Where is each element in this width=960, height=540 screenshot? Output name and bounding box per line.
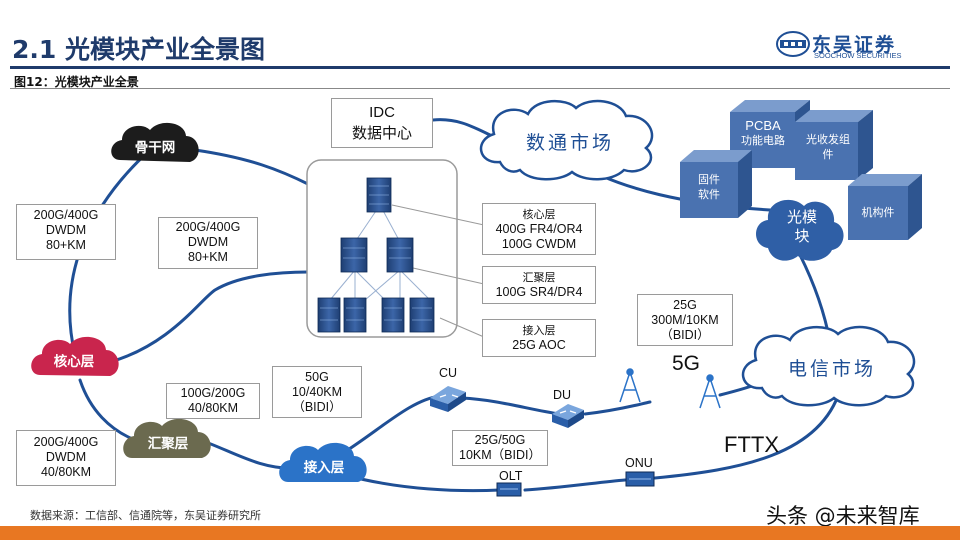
device-label-du: DU: [553, 388, 572, 402]
datacenter-frame: [306, 159, 458, 338]
cloud-label-datacom: 数通市场: [525, 132, 614, 154]
server-aggregation: [340, 237, 414, 273]
logo-text: 东吴证券: [812, 34, 897, 56]
figure-label: 图12：光模块产业全景: [14, 75, 139, 89]
label-5g: 5G: [672, 352, 701, 375]
bottom-bar: [0, 526, 960, 540]
cloud-label-core: 核心层: [53, 354, 95, 370]
link-idc-datacom: [431, 118, 492, 137]
cloud-label-telecom: 电信市场: [787, 358, 876, 380]
link-agg-access: [198, 438, 297, 470]
company-logo: 东吴证券 SOOCHOW SECURITIES: [776, 30, 916, 60]
device-cu-icon: [430, 386, 466, 412]
cloud-label-module: 光模 块: [772, 208, 832, 246]
label-fttx: FTTX: [724, 432, 779, 457]
link-olt-onu: [523, 478, 627, 492]
cube-label-mechanical: 机构件: [861, 206, 895, 219]
cloud-backbone: [111, 122, 199, 162]
cloud-label-access: 接入层: [303, 460, 345, 476]
cloud-access: [279, 442, 367, 482]
link-core-agg: [78, 378, 137, 442]
cube-label-pcba: PCBA 功能电路: [741, 118, 785, 147]
page-title: 2.1 光模块产业全景图: [12, 35, 265, 64]
watermark: 头条 @未来智库: [766, 504, 920, 528]
cube-label-firmware: 固件 软件: [698, 173, 720, 201]
device-olt-icon: [496, 482, 522, 497]
cloud-module: [756, 199, 844, 261]
figure-divider: [10, 88, 950, 89]
cloud-core: [31, 336, 119, 376]
cloud-aggregation: [123, 418, 211, 458]
link-onu-telecom: [653, 388, 842, 480]
device-label-cu: CU: [439, 366, 458, 380]
device-du-icon: [552, 404, 584, 428]
cloud-datacom: [479, 99, 654, 181]
cube-firmware: [680, 150, 752, 218]
module-label-line2: 块: [794, 227, 810, 245]
source-note: 数据来源：工信部、信通院等，东吴证券研究所: [30, 509, 261, 522]
cube-label-transceiver: 光收发组 件: [806, 133, 850, 161]
cube-transceiver: [795, 110, 873, 180]
tower-5g-icon-1: [619, 368, 641, 403]
link-cu-du: [460, 396, 562, 416]
logo-emblem-icon: [776, 31, 810, 57]
link-access-olt: [343, 473, 502, 493]
idc-box: IDC 数据中心: [331, 98, 433, 148]
logo-subtext: SOOCHOW SECURITIES: [814, 51, 902, 60]
cube-mechanical: [848, 174, 922, 240]
header-divider: [10, 66, 950, 69]
cloud-telecom: [741, 325, 916, 407]
link-backbone-dc: [193, 148, 312, 187]
device-label-olt: OLT: [499, 469, 523, 483]
cloud-label-backbone: 骨干网: [134, 140, 176, 156]
link-du-5g: [583, 400, 652, 416]
device-label-onu: ONU: [625, 456, 653, 470]
tower-5g-icon-2: [699, 374, 721, 409]
module-label-line1: 光模: [786, 208, 817, 226]
link-core-dc: [108, 270, 310, 364]
server-access: [317, 297, 435, 333]
cloud-label-aggregation: 汇聚层: [147, 436, 189, 452]
device-onu-icon: [625, 471, 655, 487]
